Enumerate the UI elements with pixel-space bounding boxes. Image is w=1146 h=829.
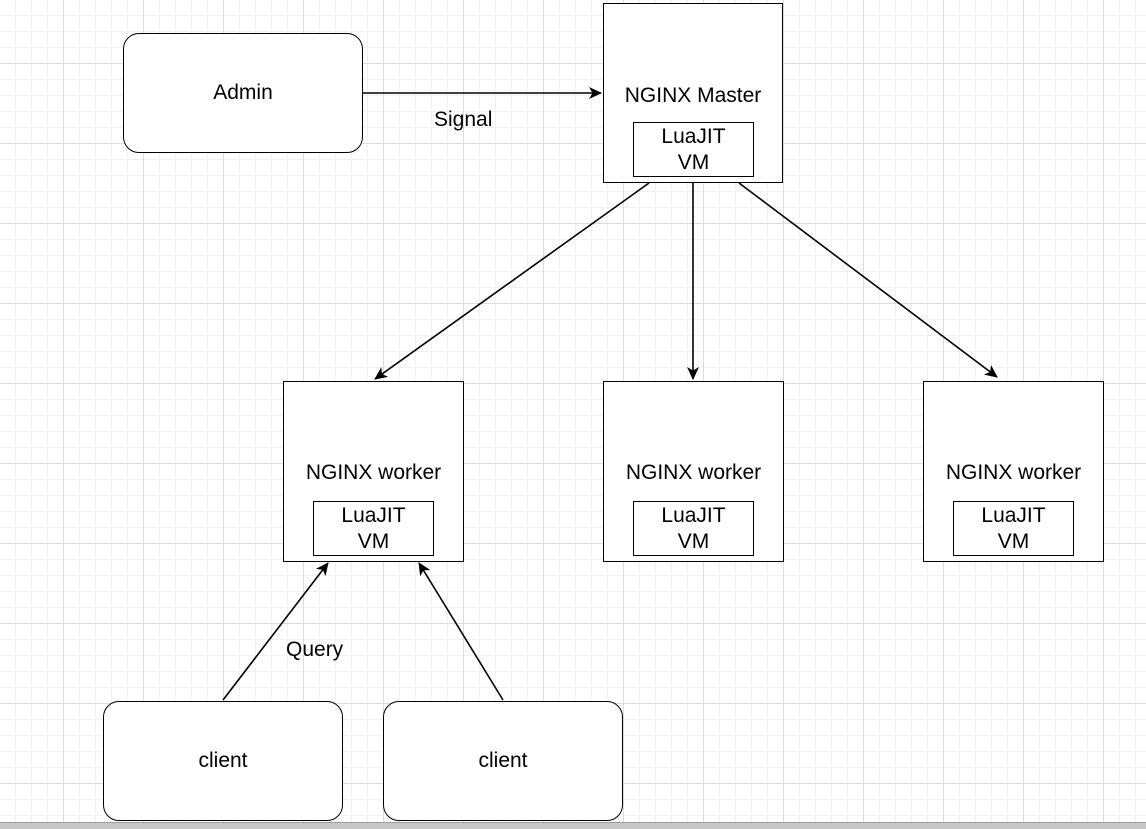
- nginx-worker-node-2[interactable]: NGINX worker LuaJIT VM: [603, 381, 784, 562]
- nginx-master-node[interactable]: NGINX Master LuaJIT VM: [603, 3, 783, 183]
- worker-3-vm-line1: LuaJIT: [981, 503, 1046, 527]
- worker-2-vm-line2: VM: [677, 529, 710, 553]
- admin-label: Admin: [213, 81, 273, 104]
- window-bottom-edge: [0, 822, 1146, 829]
- worker-2-luajit-vm: LuaJIT VM: [633, 501, 754, 556]
- nginx-worker-title-3: NGINX worker: [945, 461, 1082, 484]
- edge-client-2-worker-1: [418, 562, 504, 701]
- edge-master-worker-1: [374, 182, 650, 380]
- nginx-worker-node-1[interactable]: NGINX worker LuaJIT VM: [283, 381, 464, 562]
- master-vm-line1: LuaJIT: [661, 124, 726, 148]
- edge-client-1-worker-1: [222, 562, 329, 701]
- edge-master-worker-3: [738, 182, 998, 378]
- nginx-master-title: NGINX Master: [624, 84, 762, 107]
- master-vm-line2: VM: [677, 150, 710, 174]
- worker-2-vm-line1: LuaJIT: [661, 503, 726, 527]
- worker-3-vm-line2: VM: [997, 529, 1030, 553]
- nginx-worker-title-1: NGINX worker: [305, 461, 442, 484]
- master-luajit-vm: LuaJIT VM: [633, 122, 754, 177]
- nginx-worker-node-3[interactable]: NGINX worker LuaJIT VM: [923, 381, 1104, 562]
- client-2-label: client: [478, 749, 528, 772]
- client-node-1[interactable]: client: [103, 701, 343, 821]
- worker-1-luajit-vm: LuaJIT VM: [313, 501, 434, 556]
- worker-3-luajit-vm: LuaJIT VM: [953, 501, 1074, 556]
- admin-node[interactable]: Admin: [123, 33, 363, 153]
- client-node-2[interactable]: client: [383, 701, 623, 821]
- client-1-label: client: [198, 749, 248, 772]
- worker-1-vm-line2: VM: [357, 529, 390, 553]
- worker-1-vm-line1: LuaJIT: [341, 503, 406, 527]
- nginx-worker-title-2: NGINX worker: [625, 461, 762, 484]
- query-label: Query: [286, 638, 344, 661]
- signal-label: Signal: [434, 108, 493, 131]
